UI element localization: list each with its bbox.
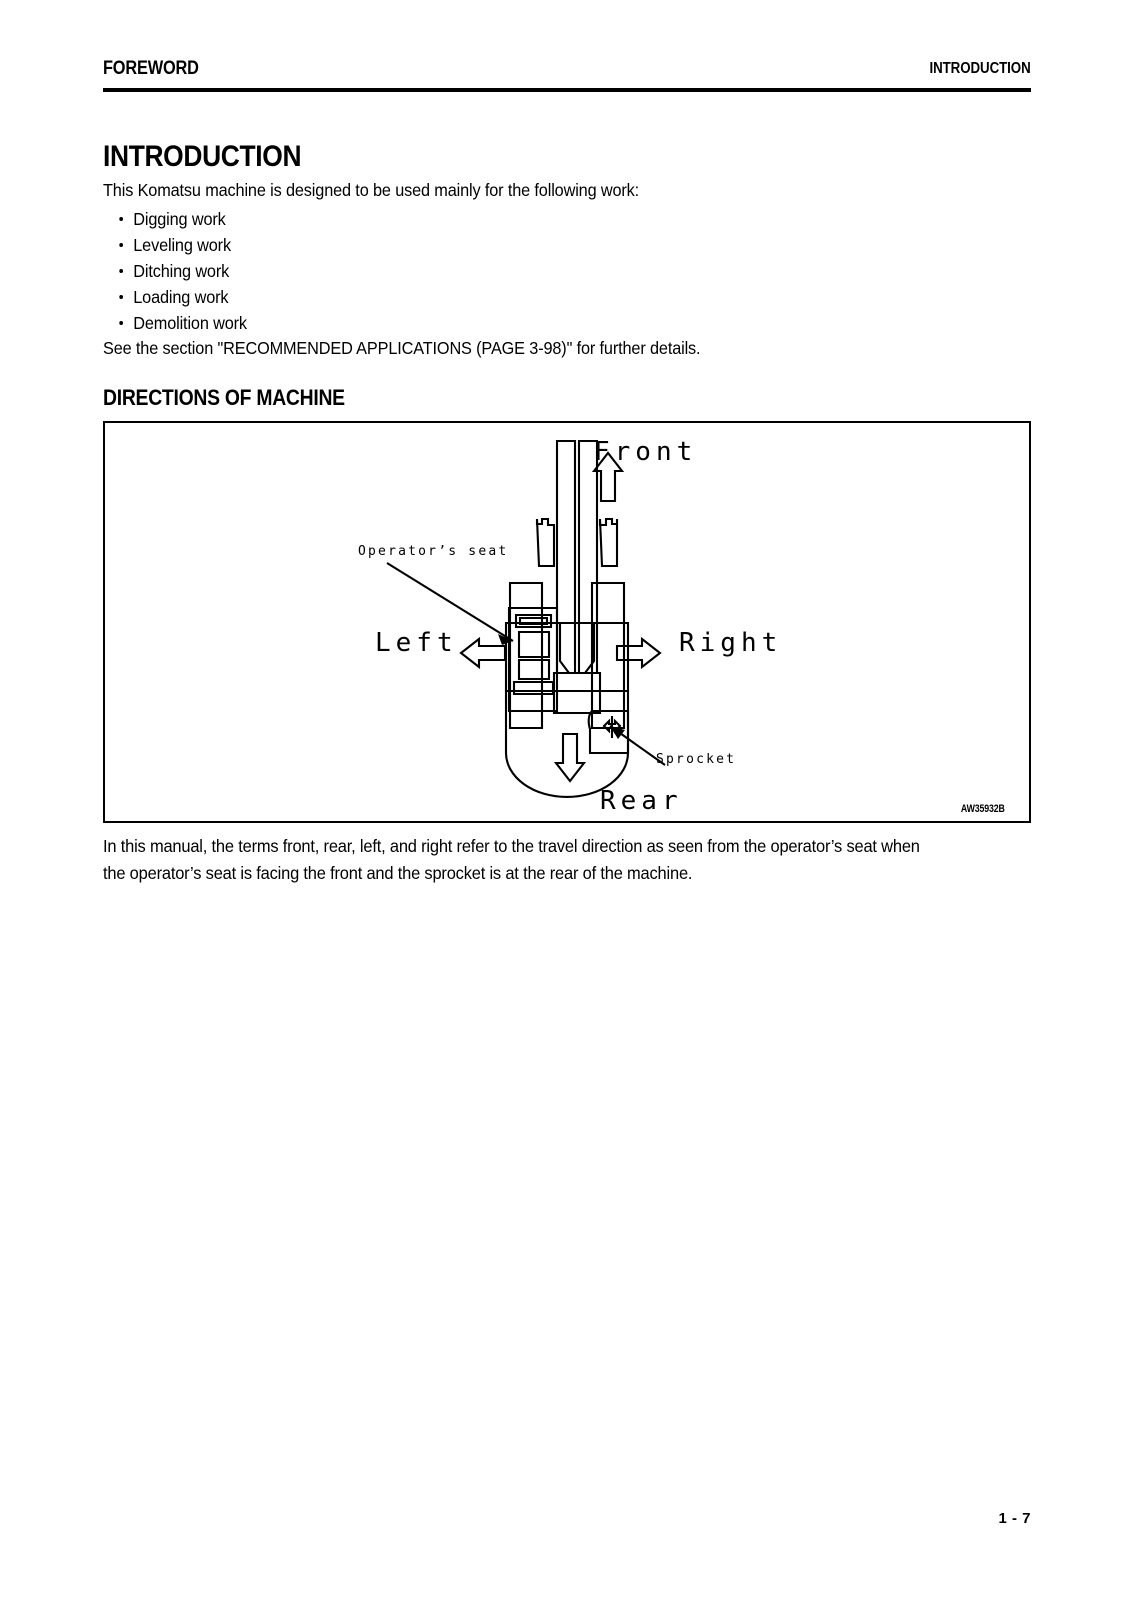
- seat-lower-pad: [517, 658, 551, 681]
- operator-seat-cushion: [517, 630, 551, 659]
- figure-label-rear: Rear: [600, 786, 683, 816]
- running-header: FOREWORD INTRODUCTION: [103, 58, 1031, 88]
- figure-label-sprocket: Sprocket: [656, 752, 737, 767]
- list-item: Ditching work: [110, 258, 247, 284]
- figure-label-right: Right: [679, 628, 783, 658]
- list-item: Demolition work: [110, 310, 247, 336]
- seat-back-inner: [518, 616, 549, 626]
- intro-lead-text: This Komatsu machine is designed to be u…: [103, 180, 640, 200]
- header-chapter-title: INTRODUCTION: [929, 60, 1031, 77]
- figure-label-left: Left: [375, 628, 458, 658]
- sprocket-housing: [587, 709, 630, 755]
- directions-figure: Front Left Right Rear Operator’s seat Sp…: [103, 421, 1031, 823]
- right-arrow: [615, 636, 662, 670]
- section-title-directions: DIRECTIONS OF MACHINE: [103, 385, 345, 410]
- rear-arrow: [553, 732, 587, 783]
- operator-cab: [507, 606, 559, 713]
- left-arrow: [459, 636, 507, 670]
- front-arrow: [591, 451, 625, 503]
- page-number: 1 - 7: [998, 1510, 1031, 1527]
- figure-label-front: Front: [594, 437, 698, 467]
- boom-foot: [558, 621, 596, 675]
- boom-base-block: [552, 671, 602, 715]
- bucket-right-half: [598, 517, 619, 568]
- sprocket-icon: [602, 718, 622, 734]
- work-types-list: Digging work Leveling work Ditching work…: [110, 206, 257, 336]
- right-track: [590, 581, 626, 730]
- cab-console: [512, 680, 555, 696]
- seat-back: [514, 613, 553, 629]
- closing-paragraph: In this manual, the terms front, rear, l…: [103, 833, 1038, 887]
- list-item: Leveling work: [110, 232, 247, 258]
- figure-reference-code: AW35932B: [961, 803, 1005, 815]
- list-item: Loading work: [110, 284, 247, 310]
- operator-seat-leader-line: [386, 562, 514, 642]
- operator-seat-leader-arrowhead: [498, 634, 513, 645]
- bucket-left-half: [535, 517, 556, 568]
- left-track: [508, 581, 544, 730]
- figure-label-operator-seat: Operator’s seat: [358, 544, 509, 559]
- list-item: Digging work: [110, 206, 247, 232]
- header-divider-rule: [103, 88, 1031, 92]
- counterweight: [504, 689, 630, 799]
- machine-top-view-drawing: [386, 439, 666, 799]
- page-title: INTRODUCTION: [103, 140, 302, 173]
- header-section-title: FOREWORD: [103, 58, 199, 79]
- closing-line-1: In this manual, the terms front, rear, l…: [103, 836, 920, 856]
- see-section-reference: See the section "RECOMMENDED APPLICATION…: [103, 338, 701, 358]
- sprocket-leader-arrowhead: [610, 726, 625, 739]
- closing-line-2: the operator’s seat is facing the front …: [103, 863, 693, 883]
